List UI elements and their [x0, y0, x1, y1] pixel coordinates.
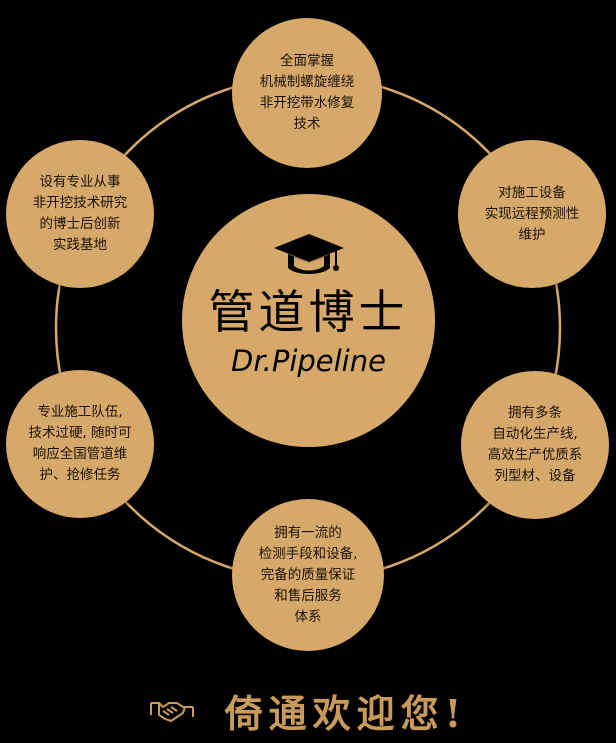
node-line: 高效生产优质系	[487, 447, 583, 463]
node-lower-left: 专业施工队伍, 技术过硬, 随时可 响应全国管道维 护、抢修任务	[6, 370, 154, 518]
node-bottom: 拥有一流的 检测手段和设备, 完备的质量保证 和售后服务 体系	[232, 499, 384, 651]
node-lower-right-text: 拥有多条 自动化生产线, 高效生产优质系 列型材、设备	[488, 403, 583, 487]
node-lower-right: 拥有多条 自动化生产线, 高效生产优质系 列型材、设备	[461, 371, 609, 519]
node-upper-left: 设有专业从事 非开挖技术研究 的博士后创新 实践基地	[6, 140, 154, 288]
node-line: 响应全国管道维	[32, 446, 128, 462]
node-upper-left-text: 设有专业从事 非开挖技术研究 的博士后创新 实践基地	[33, 172, 128, 256]
node-line: 技术	[293, 116, 321, 132]
node-line: 实践基地	[53, 237, 107, 253]
node-lower-left-text: 专业施工队伍, 技术过硬, 随时可 响应全国管道维 护、抢修任务	[28, 402, 131, 486]
node-line: 非开挖技术研究	[32, 195, 128, 211]
node-line: 拥有多条	[508, 405, 562, 421]
node-line: 维护	[518, 226, 546, 243]
node-bottom-text: 拥有一流的 检测手段和设备, 完备的质量保证 和售后服务 体系	[259, 523, 358, 628]
node-line: 专业施工队伍,	[37, 404, 123, 420]
node-line: 的博士后创新	[39, 216, 121, 232]
node-line: 和售后服务	[274, 587, 342, 604]
node-line: 实现远程预测性	[484, 205, 580, 222]
node-line: 设有专业从事	[39, 174, 121, 190]
node-upper-right-text: 对施工设备 实现远程预测性 维护	[485, 183, 580, 246]
node-upper-right: 对施工设备 实现远程预测性 维护	[458, 140, 606, 288]
node-line: 体系	[294, 608, 322, 625]
node-line: 非开挖带水修复	[259, 95, 355, 111]
node-top: 全面掌握 机械制螺旋缠绕 非开挖带水修复 技术	[232, 18, 382, 168]
node-line: 护、抢修任务	[39, 467, 121, 483]
node-line: 对施工设备	[498, 184, 566, 201]
node-line: 列型材、设备	[494, 468, 576, 484]
footer-slogan: 倚通欢迎您!	[224, 690, 468, 736]
node-top-text: 全面掌握 机械制螺旋缠绕 非开挖带水修复 技术	[260, 51, 355, 135]
center-title: 管道博士	[208, 285, 409, 339]
node-line: 机械制螺旋缠绕	[259, 74, 355, 90]
graduation-cap-icon	[273, 234, 344, 274]
node-line: 自动化生产线,	[492, 426, 578, 442]
center-subtitle: Dr.Pipeline	[231, 344, 386, 378]
node-line: 检测手段和设备,	[258, 545, 358, 562]
footer: 倚通欢迎您!	[0, 682, 616, 738]
node-line: 技术过硬, 随时可	[28, 425, 132, 441]
node-line: 完备的质量保证	[260, 566, 356, 583]
center-node: 管道博士 Dr.Pipeline	[182, 194, 435, 447]
node-line: 全面掌握	[280, 53, 334, 69]
node-line: 拥有一流的	[274, 524, 342, 541]
handshake-icon	[149, 702, 194, 723]
